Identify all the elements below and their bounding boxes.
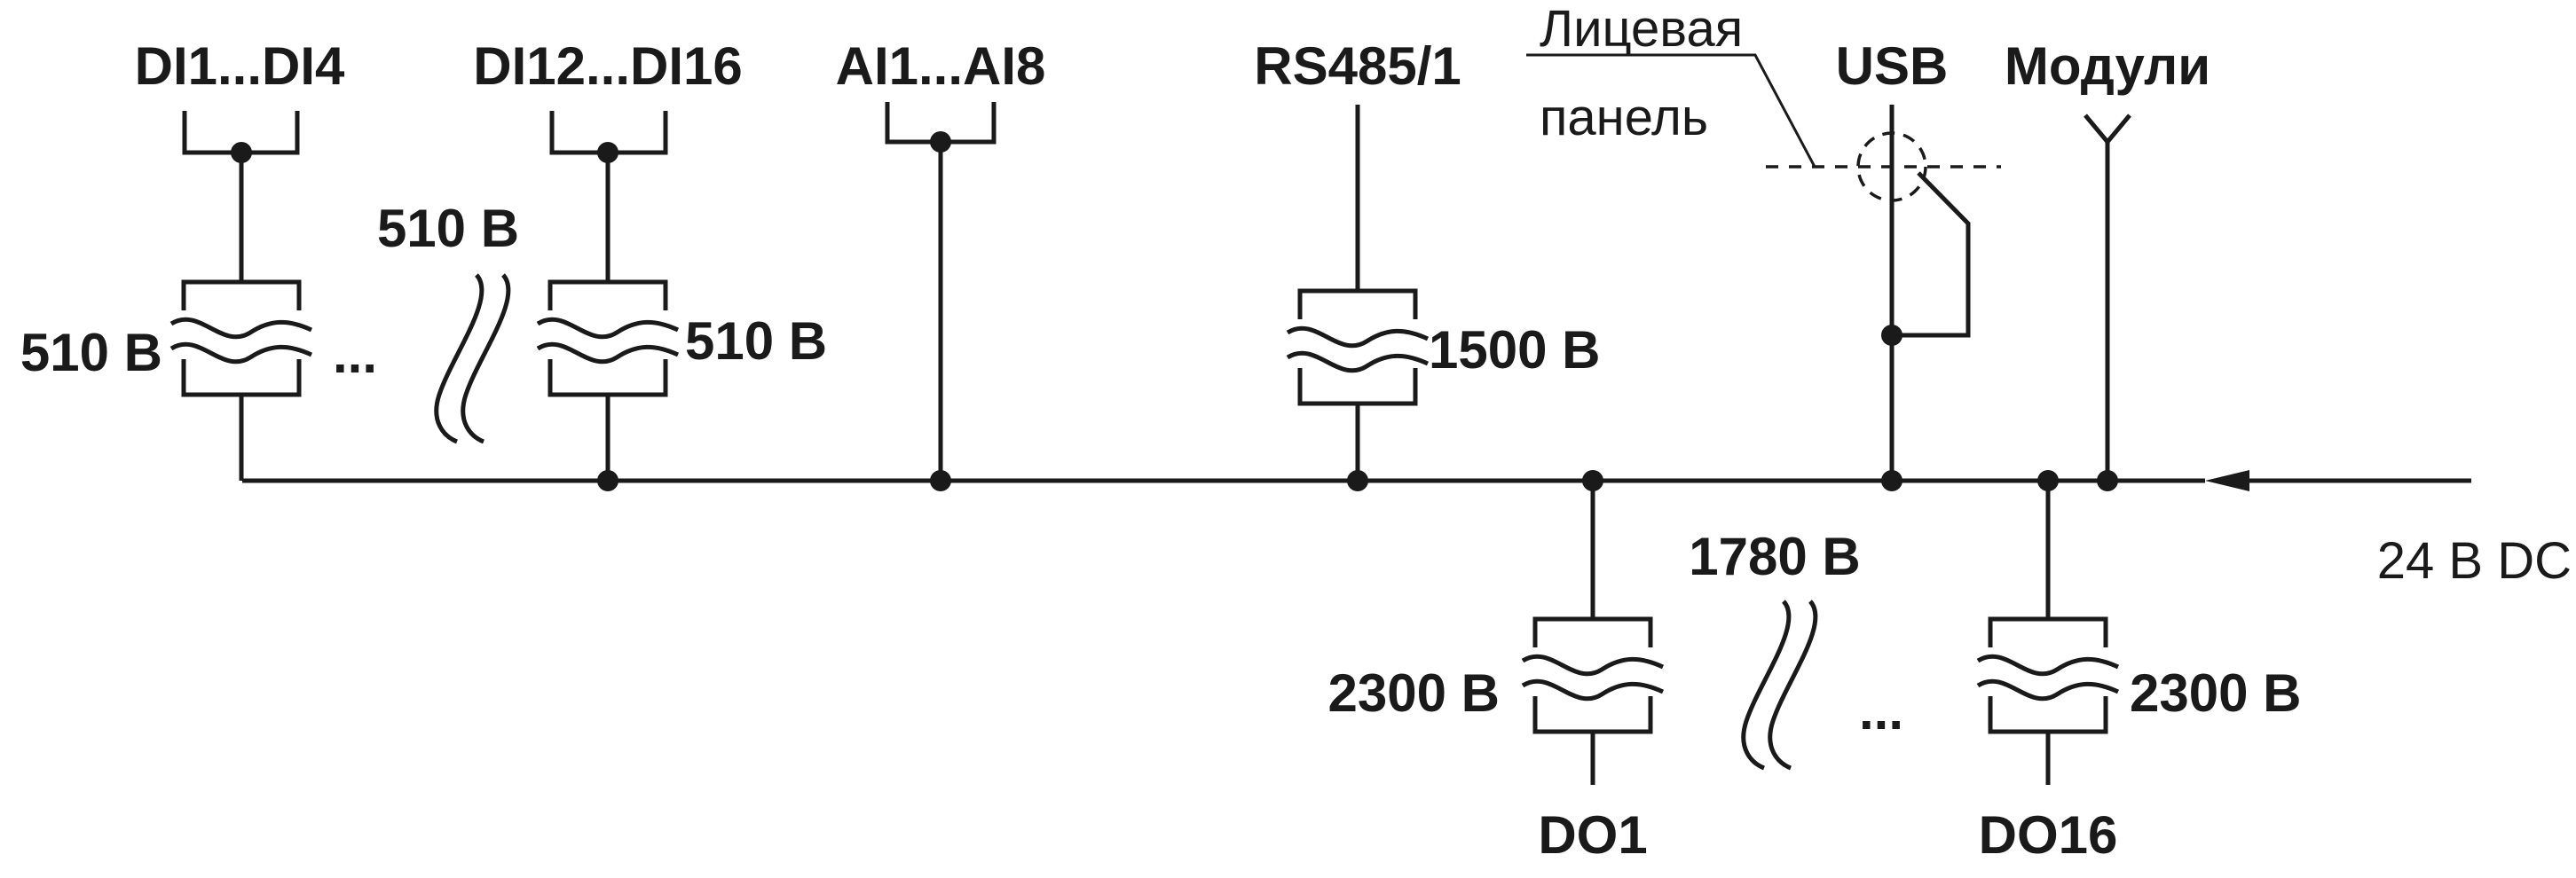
label-di1-di4: DI1...DI4	[135, 36, 345, 96]
label-power: 24 В DC	[2377, 532, 2572, 590]
power-input-arrow	[2205, 470, 2249, 491]
voltage-di12: 510 В	[685, 311, 827, 371]
do1-branch	[1521, 470, 1665, 785]
label-di12-di16: DI12...DI16	[473, 36, 743, 96]
label-front-panel-line2: панель	[1540, 89, 1708, 146]
voltage-di1: 510 В	[20, 323, 162, 382]
ellipsis-di: ...	[333, 325, 377, 384]
rs485-isolator-symbol	[1286, 288, 1430, 406]
do1-isolator-symbol	[1521, 616, 1665, 734]
label-modules: Модули	[2005, 36, 2210, 96]
do16-isolator-symbol	[1976, 616, 2120, 734]
voltage-di-between: 510 В	[377, 199, 519, 258]
di1-di4-branch	[169, 111, 313, 481]
di12-isolator-symbol	[536, 279, 680, 397]
voltage-rs485: 1500 В	[1429, 320, 1600, 380]
do-isolation-break-icon	[1741, 600, 1818, 771]
ai1-ai8-branch	[885, 102, 997, 491]
di1-isolator-symbol	[169, 279, 313, 397]
voltage-do-between: 1780 В	[1689, 527, 1860, 586]
do16-branch	[1976, 470, 2120, 785]
label-do16: DO16	[1979, 805, 2118, 865]
label-front-panel-line1: Лицевая	[1540, 0, 1743, 58]
ellipsis-do: ...	[1859, 681, 1903, 741]
label-rs485: RS485/1	[1254, 36, 1461, 96]
di-isolation-break-icon	[434, 273, 511, 444]
label-usb: USB	[1836, 36, 1949, 96]
rs485-branch	[1286, 105, 1430, 491]
usb-branch	[1881, 105, 1971, 491]
label-do1: DO1	[1538, 805, 1647, 865]
voltage-do1: 2300 В	[1328, 663, 1500, 723]
di12-di16-branch	[536, 111, 680, 491]
voltage-do16: 2300 В	[2130, 663, 2301, 723]
label-ai1-ai8: AI1...AI8	[836, 36, 1046, 96]
modules-branch	[2084, 114, 2131, 491]
